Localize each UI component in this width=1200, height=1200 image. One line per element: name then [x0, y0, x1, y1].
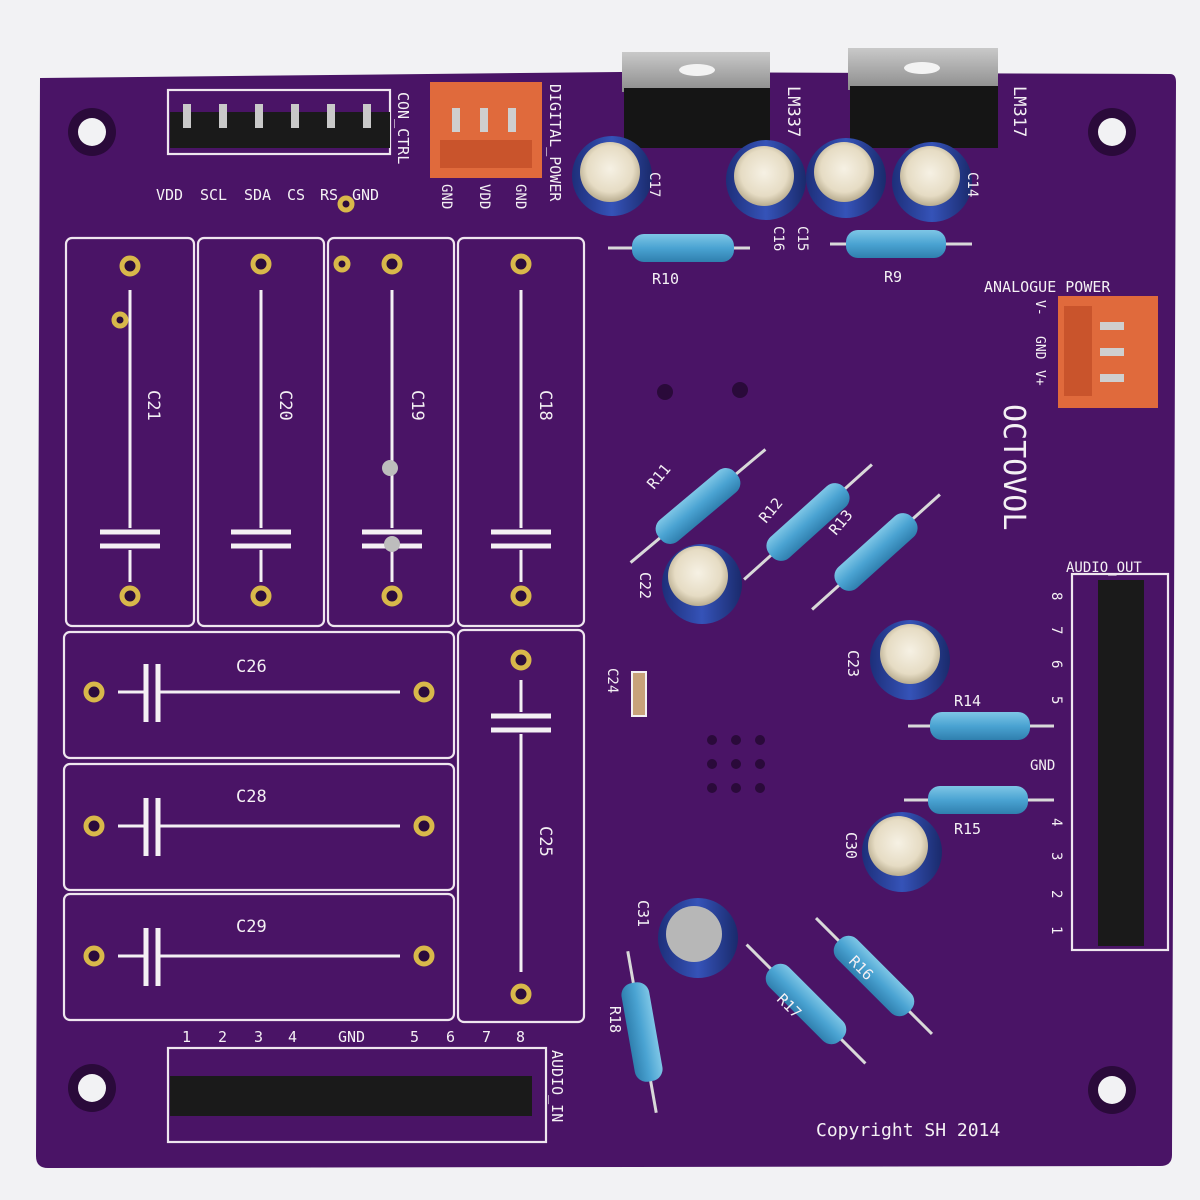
audio-in-outline — [166, 1046, 548, 1144]
label-c17: C17 — [646, 172, 662, 197]
analogue-power-pin-1: V- — [1032, 300, 1047, 316]
analogue-power-label: ANALOGUE POWER — [984, 278, 1111, 296]
regulator-lm317 — [848, 48, 998, 148]
analogue-power-connector — [1058, 296, 1158, 408]
audio-in-pin-2: 2 — [218, 1028, 227, 1046]
film-cap-symbols — [100, 290, 551, 986]
resistor-r9 — [830, 230, 972, 258]
label-c15: C15 — [794, 226, 810, 251]
board-title: OCTOVOL — [996, 404, 1031, 530]
label-c19: C19 — [407, 390, 427, 421]
resistor-r16 — [814, 916, 934, 1036]
cap-c30 — [862, 812, 942, 892]
analogue-power-pin-2: GND — [1032, 336, 1047, 360]
audio-out-pin-6: 6 — [1048, 660, 1064, 668]
resistor-r14 — [908, 712, 1054, 740]
audio-in-pin-8: 8 — [516, 1028, 525, 1046]
audio-out-pin-5: 5 — [1048, 696, 1064, 704]
label-c21: C21 — [143, 390, 163, 421]
con-ctrl-pin-3: SDA — [244, 186, 271, 204]
audio-out-header — [1098, 580, 1144, 946]
resistor-r18 — [621, 950, 663, 1114]
audio-out-label: AUDIO_OUT — [1066, 560, 1142, 576]
cap-c17 — [572, 136, 652, 216]
smd-cap-c24 — [631, 671, 647, 717]
con-ctrl-pin-6: GND — [352, 186, 379, 204]
audio-in-pin-gnd: GND — [338, 1028, 365, 1046]
label-r9: R9 — [884, 268, 902, 286]
cap-c15 — [806, 138, 886, 218]
con-ctrl-pin-5: RS — [320, 186, 338, 204]
electrolytic-caps — [572, 136, 972, 978]
resistor-r11 — [629, 448, 767, 564]
film-cap-outlines — [62, 236, 586, 1024]
audio-in-label: AUDIO_IN — [548, 1050, 566, 1122]
resistor-r12 — [743, 463, 873, 581]
label-c31: C31 — [634, 900, 652, 927]
label-c26: C26 — [236, 657, 267, 677]
audio-in-pin-1: 1 — [182, 1028, 191, 1046]
audio-out-outline — [1070, 572, 1170, 952]
mounting-holes — [68, 108, 1136, 1114]
con-ctrl-pin-2: SCL — [200, 186, 227, 204]
label-c30: C30 — [842, 832, 860, 859]
audio-in-pin-3: 3 — [254, 1028, 263, 1046]
con-ctrl-label: CON_CTRL — [394, 92, 412, 164]
analogue-power-pin-3: V+ — [1032, 370, 1047, 386]
cap-c22 — [662, 544, 742, 624]
cap-c23 — [870, 620, 950, 700]
resistors — [608, 230, 1054, 1114]
audio-out-pin-2: 2 — [1048, 890, 1064, 898]
label-c29: C29 — [236, 917, 267, 937]
audio-out-pin-3: 3 — [1048, 852, 1064, 860]
vias — [382, 382, 765, 793]
label-c24: C24 — [604, 668, 620, 693]
label-r10: R10 — [652, 270, 679, 288]
audio-out-pin-7: 7 — [1048, 626, 1064, 634]
label-c18: C18 — [535, 390, 555, 421]
label-c20: C20 — [275, 390, 295, 421]
con-ctrl-header — [170, 104, 390, 148]
audio-in-header — [170, 1076, 532, 1116]
label-r18: R18 — [606, 1006, 624, 1033]
label-r14: R14 — [954, 692, 981, 710]
copyright-text: Copyright SH 2014 — [816, 1120, 1000, 1141]
resistor-r10 — [608, 234, 750, 262]
resistor-r17 — [745, 943, 867, 1065]
audio-in-pin-5: 5 — [410, 1028, 419, 1046]
audio-in-pin-4: 4 — [288, 1028, 297, 1046]
cap-c16 — [726, 140, 806, 220]
pcb-board — [36, 72, 1176, 1168]
regulator-lm337-label: LM337 — [783, 86, 803, 137]
label-c25: C25 — [535, 826, 555, 857]
cap-c31 — [658, 898, 738, 978]
label-c23: C23 — [844, 650, 862, 677]
label-c16: C16 — [770, 226, 786, 251]
con-ctrl-pin-4: CS — [287, 186, 305, 204]
label-c22: C22 — [636, 572, 654, 599]
digital-power-connector — [430, 82, 542, 178]
audio-in-pin-6: 6 — [446, 1028, 455, 1046]
regulator-lm317-label: LM317 — [1009, 86, 1029, 137]
label-r15: R15 — [954, 820, 981, 838]
cap-c14 — [892, 142, 972, 222]
digital-power-pin-3: GND — [512, 184, 528, 209]
regulator-lm337 — [622, 52, 770, 148]
digital-power-label: DIGITAL_POWER — [546, 84, 564, 202]
label-c14: C14 — [964, 172, 980, 197]
digital-power-pin-1: GND — [438, 184, 454, 209]
resistor-r15 — [904, 786, 1054, 814]
pads — [83, 195, 532, 1005]
digital-power-pin-2: VDD — [476, 184, 492, 209]
audio-out-pin-gnd: GND — [1030, 758, 1055, 774]
audio-in-pin-7: 7 — [482, 1028, 491, 1046]
con-ctrl-pin-1: VDD — [156, 186, 183, 204]
label-c28: C28 — [236, 787, 267, 807]
audio-out-pin-4: 4 — [1048, 818, 1064, 826]
audio-out-pin-1: 1 — [1048, 926, 1064, 934]
resistor-r13 — [811, 493, 941, 611]
audio-out-pin-8: 8 — [1048, 592, 1064, 600]
